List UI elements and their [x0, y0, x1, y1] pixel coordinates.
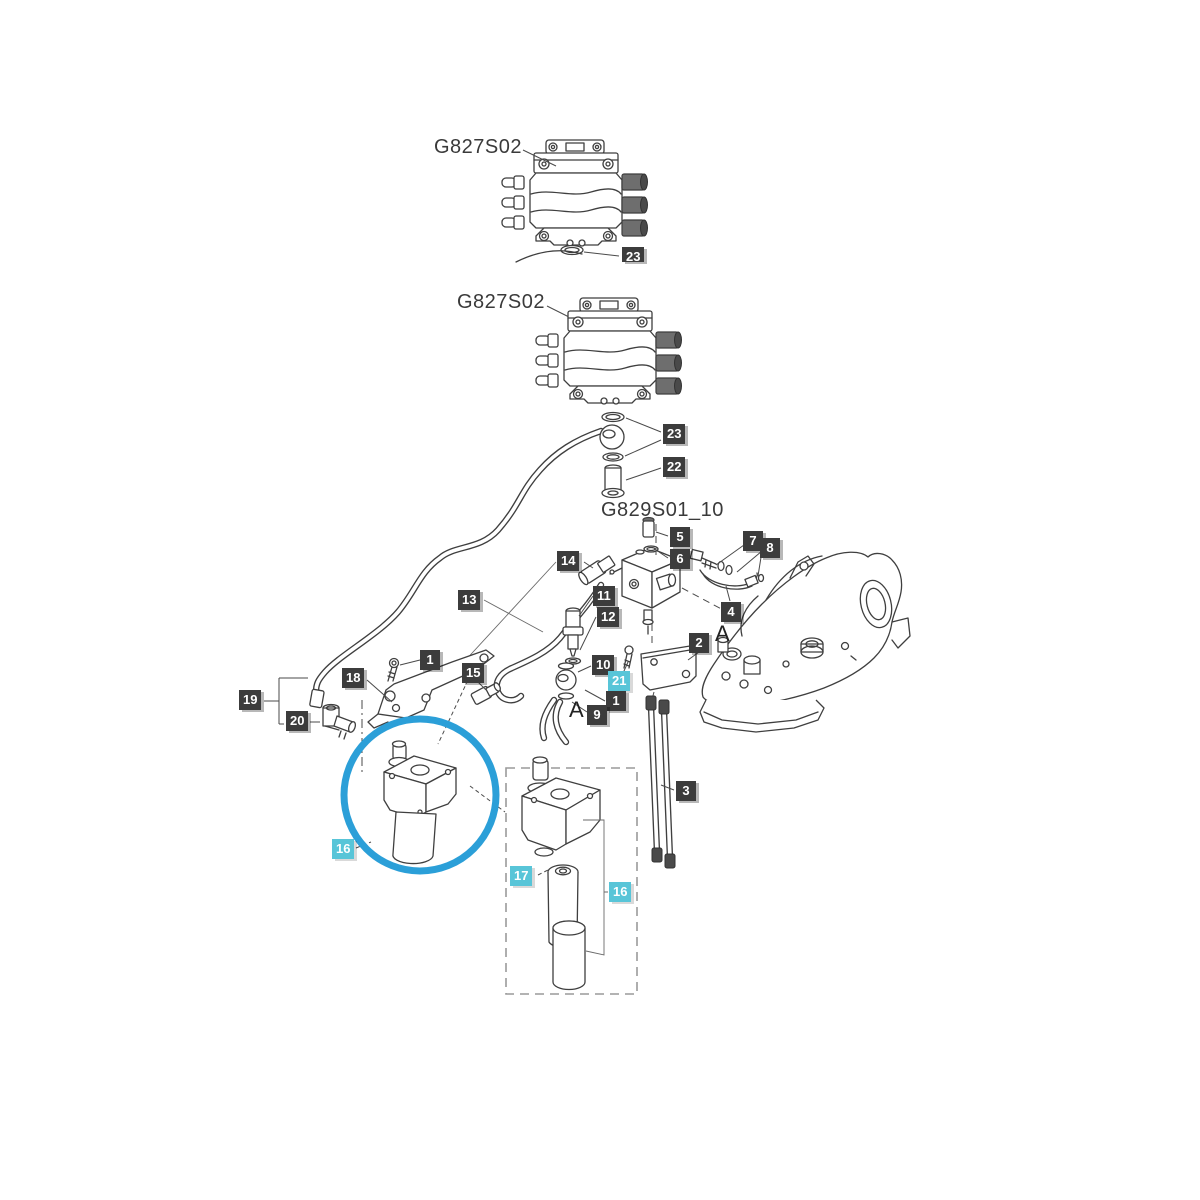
part-label-16: 16: [609, 882, 632, 902]
assembly-title: G827S02: [457, 291, 546, 313]
mid-fittings-art: [461, 555, 634, 746]
part-label-17: 17: [510, 866, 533, 886]
part-label-21: 21: [608, 671, 631, 691]
part-label-16: 16: [332, 839, 355, 859]
part-label-9: 9: [587, 705, 607, 725]
highlight-circle: [340, 715, 500, 875]
highlighted-filter-art: [340, 715, 506, 875]
part-label-23: 23: [663, 424, 686, 444]
part-label-20: 20: [286, 711, 309, 731]
assembly-title: G829S01_10: [601, 499, 724, 521]
part-label-12: 12: [597, 607, 620, 627]
valve-assembly-top-art: [501, 139, 649, 263]
part-label-15: 15: [462, 663, 485, 683]
part-label-22: 22: [663, 457, 686, 477]
part-label-6: 6: [670, 549, 690, 569]
part-label-18: 18: [342, 668, 365, 688]
part-label-5: 5: [670, 527, 690, 547]
part-label-1: 1: [606, 691, 626, 711]
bracket-2-art: [640, 587, 743, 691]
g829-manifold-art: [609, 516, 765, 635]
valve-assembly-mid-art: [309, 297, 683, 709]
filter-inset-art: [505, 756, 638, 995]
part-label-11: 11: [593, 586, 615, 606]
view-letter: A: [715, 621, 730, 646]
part-label-1: 1: [420, 650, 440, 670]
part-label-8: 8: [760, 538, 780, 558]
elbow-20-art: [264, 677, 363, 772]
part-label-2: 2: [689, 633, 709, 653]
part-label-4: 4: [721, 602, 741, 622]
lift-housing-art: [699, 551, 911, 733]
assembly-title: G827S02: [434, 136, 523, 158]
part-label-3: 3: [676, 781, 696, 801]
part-label-13: 13: [458, 590, 481, 610]
part-label-19: 19: [239, 690, 262, 710]
view-letter: A: [569, 697, 584, 722]
hydraulic-pipes-art: [645, 691, 676, 869]
part-label-14: 14: [557, 551, 580, 571]
part-label-7: 7: [743, 531, 763, 551]
part-label-23: 23: [622, 247, 645, 262]
part-label-10: 10: [592, 655, 615, 675]
